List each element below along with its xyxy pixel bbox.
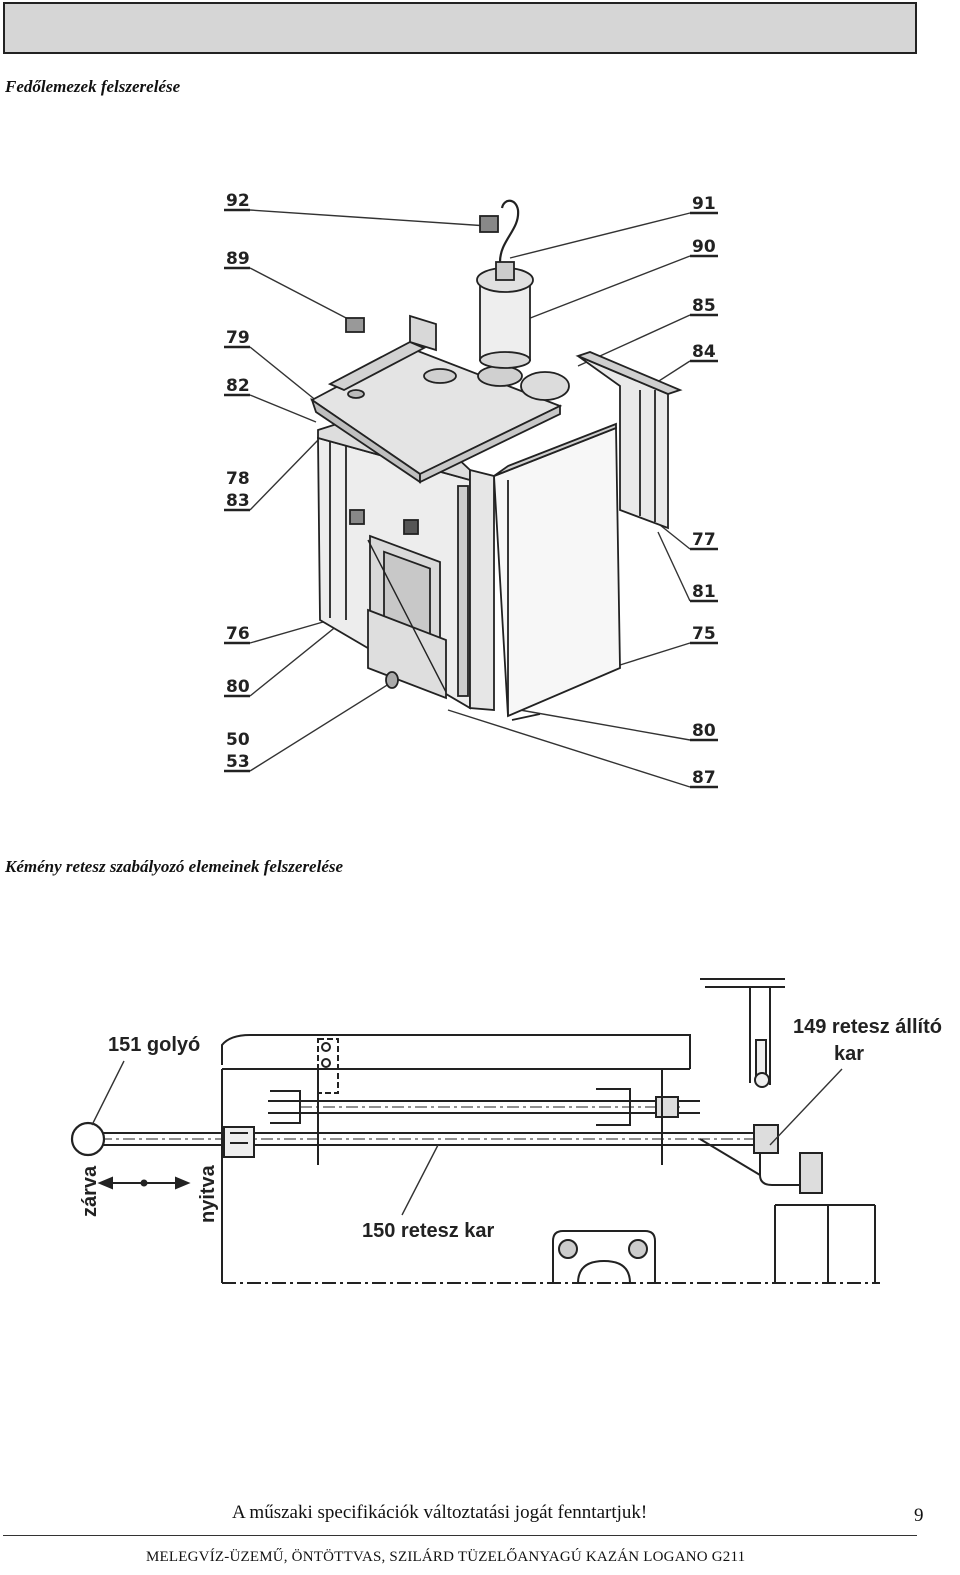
callout-left: 76 xyxy=(226,624,250,644)
callout-left: 83 xyxy=(226,491,250,511)
footer-divider xyxy=(3,1535,917,1536)
label-open: nyitva xyxy=(197,1164,219,1223)
page-number: 9 xyxy=(914,1505,924,1526)
callout-left: 80 xyxy=(226,677,250,697)
callout-left: 79 xyxy=(226,328,250,348)
footer-product-name: MELEGVÍZ-ÜZEMŰ, ÖNTÖTTVAS, SZILÁRD TÜZEL… xyxy=(146,1549,746,1565)
callout-right: 81 xyxy=(692,582,716,602)
callouts-left: 92 89 79 82 78 83 76 80 50 53 xyxy=(224,191,250,773)
callout-right: 85 xyxy=(692,296,716,316)
boiler-cover-plates-diagram: 92 89 79 82 78 83 76 80 50 53 91 90 85 8… xyxy=(224,191,718,789)
callout-right: 84 xyxy=(692,342,716,362)
callout-left: 78 xyxy=(226,469,250,489)
callout-left: 53 xyxy=(226,752,250,772)
callout-right: 87 xyxy=(692,768,716,788)
label-ball: 151 golyó xyxy=(108,1034,200,1056)
callout-left: 89 xyxy=(226,249,250,269)
callout-right: 90 xyxy=(692,237,716,257)
damper-drawing xyxy=(70,978,880,1284)
callouts-right: 91 90 85 84 77 81 75 80 87 xyxy=(690,194,718,789)
label-lever: 150 retesz kar xyxy=(362,1220,495,1242)
label-lever-adjust-cont: kar xyxy=(834,1043,864,1065)
chimney-damper-diagram: 151 golyó 149 retesz állító kar 150 rete… xyxy=(70,978,942,1284)
section-title-chimney-damper: Kémény retesz szabályozó elemeinek felsz… xyxy=(5,857,344,876)
section-title-cover-plates: Fedőlemezek felszerelése xyxy=(5,77,181,96)
callout-right: 80 xyxy=(692,721,716,741)
callout-left: 82 xyxy=(226,376,250,396)
callout-right: 75 xyxy=(692,624,716,644)
callout-right: 77 xyxy=(692,530,716,550)
callout-left: 50 xyxy=(226,730,250,750)
header-bar xyxy=(3,2,917,54)
label-closed: zárva xyxy=(79,1165,101,1217)
label-lever-adjust: 149 retesz állító xyxy=(793,1016,942,1038)
label-leaders xyxy=(91,1060,843,1216)
callout-left: 92 xyxy=(226,191,250,211)
footer-note: A műszaki specifikációk változtatási jog… xyxy=(232,1502,648,1523)
boiler-body xyxy=(310,199,683,721)
callout-right: 91 xyxy=(692,194,716,214)
